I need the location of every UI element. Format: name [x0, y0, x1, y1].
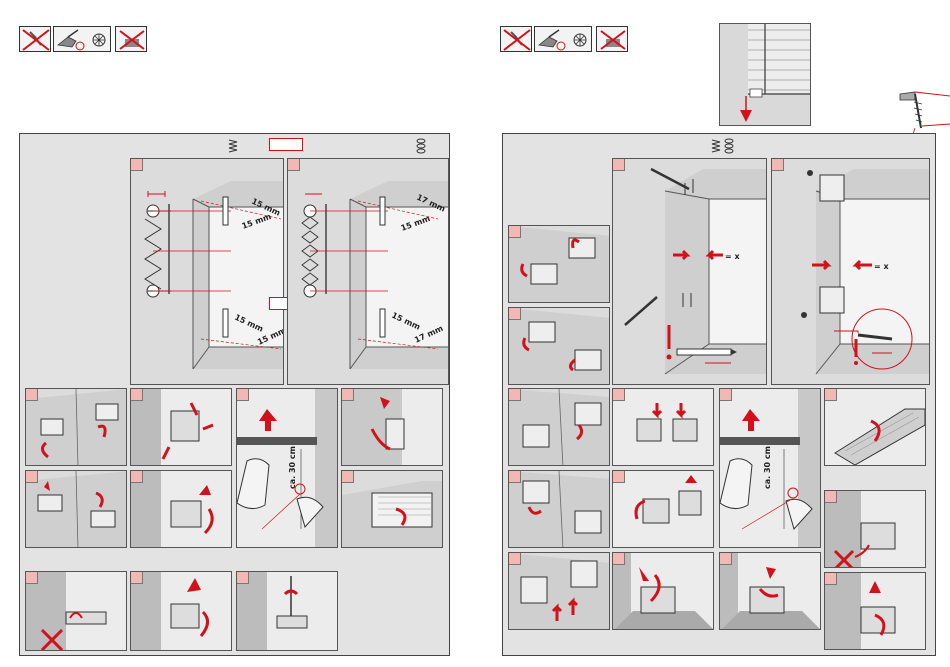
- step-lift-rail-right: ca. 30 cm: [719, 388, 821, 548]
- step-number-tag: [509, 226, 521, 238]
- step-number-tag: [720, 553, 732, 565]
- step-number-tag: [509, 389, 521, 401]
- step-number-tag: [613, 389, 625, 401]
- dim-30cm: ca. 30 cm: [288, 446, 297, 489]
- step-bracket-remove: [824, 490, 926, 568]
- label-box-top: [269, 138, 303, 151]
- dim-30cm: ca. 30 cm: [763, 446, 772, 489]
- dim-equal-x: = x: [874, 262, 889, 271]
- step-remove-prohibited: [25, 571, 127, 651]
- step-clip-pair-b: [508, 307, 610, 385]
- step-measure-single: 15 mm 15 mm 15 mm 15 mm: [130, 158, 284, 385]
- step-number-tag: [509, 471, 521, 483]
- step-tighten-screw: [236, 571, 338, 651]
- step-number-tag: [613, 159, 625, 171]
- step-number-tag: [825, 491, 837, 503]
- no-hammer-icon: [19, 26, 51, 52]
- step-clip-slide: [508, 552, 610, 630]
- step-number-tag: [26, 572, 38, 584]
- step-clip-rotate: [25, 388, 127, 466]
- step-number-tag: [613, 553, 625, 565]
- step-bracket-lock: [130, 470, 232, 548]
- step-corner-push-b: [719, 552, 821, 630]
- step-clip-stack-b: [508, 470, 610, 548]
- step-drill-holes: = x: [612, 158, 767, 385]
- step-corner-push-a: [612, 552, 714, 630]
- step-number-tag: [825, 389, 837, 401]
- step-number-tag: [131, 572, 143, 584]
- pleat-double-icon: [415, 138, 427, 154]
- step-fit-brackets: = x: [771, 158, 930, 385]
- step-number-tag: [26, 471, 38, 483]
- step-measure-double: 17 mm 15 mm 15 mm 17 mm: [287, 158, 449, 385]
- step-bracket-snap: [341, 388, 443, 466]
- step-number-tag: [509, 553, 521, 565]
- step-clip-stack-a: [508, 388, 610, 466]
- step-number-tag: [288, 159, 300, 171]
- step-clip-fold: [130, 388, 232, 466]
- no-glue-icon: [115, 26, 147, 52]
- step-number-tag: [825, 573, 837, 585]
- step-rail-insert: [341, 470, 443, 548]
- step-clip-press: [612, 388, 714, 466]
- no-hammer-icon: [500, 26, 532, 52]
- step-number-tag: [131, 471, 143, 483]
- step-number-tag: [131, 389, 143, 401]
- step-number-tag: [131, 159, 143, 171]
- no-glue-icon: [596, 26, 628, 52]
- step-release-bracket: [130, 571, 232, 651]
- step-lift-rail: ca. 30 cm: [236, 388, 338, 548]
- step-number-tag: [237, 572, 249, 584]
- step-number-tag: [26, 389, 38, 401]
- step-clip-mount: [25, 470, 127, 548]
- blind-overview-illustration: [719, 23, 811, 126]
- step-number-tag: [613, 471, 625, 483]
- dim-equal-x: = x: [725, 252, 740, 261]
- pleat-combined-icon: [710, 138, 736, 154]
- step-number-tag: [720, 389, 732, 401]
- step-clip-release: [612, 470, 714, 548]
- step-number-tag: [342, 471, 354, 483]
- step-bracket-reattach: [824, 572, 926, 650]
- pleat-single-icon: [227, 138, 239, 154]
- step-number-tag: [237, 389, 249, 401]
- step-number-tag: [509, 308, 521, 320]
- screwdriver-drill-icon: [53, 26, 111, 52]
- step-rail-rotate: [824, 388, 926, 466]
- step-number-tag: [342, 389, 354, 401]
- screwdriver-drill-icon: [534, 26, 592, 52]
- step-clip-pair-a: [508, 225, 610, 303]
- step-number-tag: [772, 159, 784, 171]
